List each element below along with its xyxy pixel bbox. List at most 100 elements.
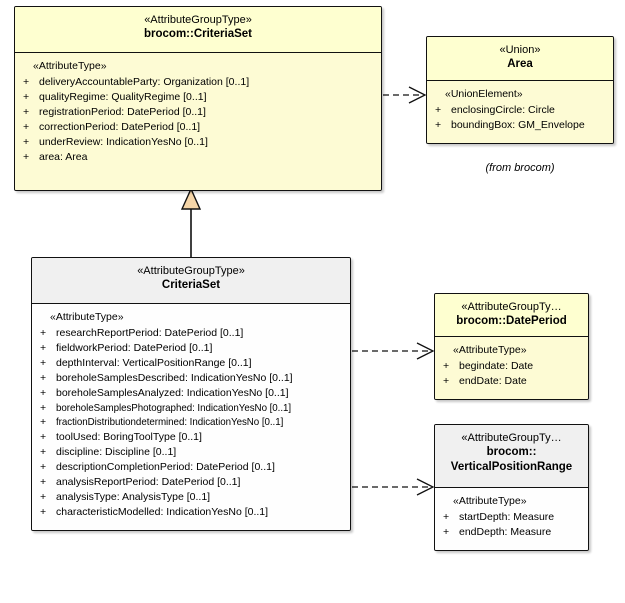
class-name: Area xyxy=(507,58,533,71)
visibility-marker: + xyxy=(40,416,47,429)
class-area[interactable]: «Union» Area «UnionElement» + enclosingC… xyxy=(426,36,614,144)
attribute-row: + analysisType: AnalysisType [0..1] xyxy=(36,490,346,505)
class-attributes-compartment: «AttributeType» + researchReportPeriod: … xyxy=(32,304,350,530)
attribute-signature: registrationPeriod: DatePeriod [0..1] xyxy=(39,105,206,118)
attribute-signature: endDepth: Measure xyxy=(459,525,552,538)
visibility-marker: + xyxy=(40,386,47,399)
visibility-marker: + xyxy=(40,341,47,354)
class-header: «AttributeGroupType» CriteriaSet xyxy=(32,258,350,304)
class-name-line2: VerticalPositionRange xyxy=(450,460,573,473)
class-header: «Union» Area xyxy=(427,37,613,81)
attribute-signature: boundingBox: GM_Envelope xyxy=(451,118,585,131)
attribute-stereotype: «UnionElement» xyxy=(445,88,523,100)
class-header: «AttributeGroupTy… brocom::DatePeriod xyxy=(435,294,588,337)
attribute-row: + boreholeSamplesPhotographed: Indicatio… xyxy=(36,401,346,416)
attribute-signature: fractionDistributiondetermined: Indicati… xyxy=(56,416,284,429)
visibility-marker: + xyxy=(40,446,47,459)
class-criteriaset[interactable]: «AttributeGroupType» CriteriaSet «Attrib… xyxy=(31,257,351,531)
attribute-signature: discipline: Discipline [0..1] xyxy=(56,446,177,459)
class-stereotype: «Union» xyxy=(499,44,541,56)
class-attributes-compartment: «AttributeType» + startDepth: Measure + … xyxy=(435,488,588,550)
attribute-signature: boreholeSamplesPhotographed: IndicationY… xyxy=(56,401,292,414)
attribute-row: + boreholeSamplesDescribed: IndicationYe… xyxy=(36,371,346,386)
class-stereotype: «AttributeGroupType» xyxy=(137,265,245,277)
attribute-row: + endDate: Date xyxy=(439,374,584,389)
class-header: «AttributeGroupTy… brocom:: VerticalPosi… xyxy=(435,425,588,488)
attribute-row: + startDepth: Measure xyxy=(439,510,584,525)
attribute-signature: startDepth: Measure xyxy=(459,511,555,523)
attribute-row: + qualityRegime: QualityRegime [0..1] xyxy=(19,90,377,105)
visibility-marker: + xyxy=(443,525,450,538)
attribute-signature: descriptionCompletionPeriod: DatePeriod … xyxy=(56,461,275,474)
visibility-marker: + xyxy=(40,476,47,489)
visibility-marker: + xyxy=(23,76,30,88)
visibility-marker: + xyxy=(435,104,442,116)
visibility-marker: + xyxy=(23,90,30,103)
attribute-stereotype: «AttributeType» xyxy=(453,344,527,356)
attribute-signature: boreholeSamplesAnalyzed: IndicationYesNo… xyxy=(56,386,289,399)
attribute-signature: begindate: Date xyxy=(459,360,534,372)
attribute-row: + boundingBox: GM_Envelope xyxy=(431,118,609,133)
attribute-signature: enclosingCircle: Circle xyxy=(451,104,555,116)
visibility-marker: + xyxy=(40,431,47,444)
attribute-row: + analysisReportPeriod: DatePeriod [0..1… xyxy=(36,475,346,490)
visibility-marker: + xyxy=(40,505,47,518)
generalization-criteriaset-to-brocom-criteriaset xyxy=(180,187,202,257)
visibility-marker: + xyxy=(40,461,47,474)
attribute-signature: researchReportPeriod: DatePeriod [0..1] xyxy=(56,327,244,339)
attribute-row: + toolUsed: BoringToolType [0..1] xyxy=(36,430,346,445)
visibility-marker: + xyxy=(443,360,450,372)
attribute-signature: analysisReportPeriod: DatePeriod [0..1] xyxy=(56,476,241,489)
class-header: «AttributeGroupType» brocom::CriteriaSet xyxy=(15,7,381,53)
visibility-marker: + xyxy=(435,118,442,131)
attribute-signature: underReview: IndicationYesNo [0..1] xyxy=(39,135,208,148)
visibility-marker: + xyxy=(23,120,30,133)
visibility-marker: + xyxy=(40,401,47,414)
attribute-row: + correctionPeriod: DatePeriod [0..1] xyxy=(19,120,377,135)
attribute-signature: characteristicModelled: IndicationYesNo … xyxy=(56,505,269,518)
attribute-signature: qualityRegime: QualityRegime [0..1] xyxy=(39,90,207,103)
class-name-line1: brocom:: xyxy=(486,446,537,459)
attribute-row: + fieldworkPeriod: DatePeriod [0..1] xyxy=(36,341,346,356)
class-attributes-compartment: «AttributeType» + begindate: Date + endD… xyxy=(435,337,588,399)
attribute-row: + depthInterval: VerticalPositionRange [… xyxy=(36,356,346,371)
class-stereotype: «AttributeGroupTy… xyxy=(461,301,562,313)
package-origin-note: (from brocom) xyxy=(485,162,555,174)
visibility-marker: + xyxy=(40,490,47,503)
attribute-row: + endDepth: Measure xyxy=(439,525,584,540)
attribute-signature: analysisType: AnalysisType [0..1] xyxy=(56,490,211,503)
visibility-marker: + xyxy=(23,135,30,148)
visibility-marker: + xyxy=(40,356,47,369)
attribute-row: + characteristicModelled: IndicationYesN… xyxy=(36,505,346,520)
visibility-marker: + xyxy=(23,105,30,118)
dependency-criteriaset-to-dateperiod xyxy=(352,342,435,360)
class-attributes-compartment: «UnionElement» + enclosingCircle: Circle… xyxy=(427,81,613,143)
attribute-signature: toolUsed: BoringToolType [0..1] xyxy=(56,431,202,444)
visibility-marker: + xyxy=(443,374,450,387)
attribute-row: + begindate: Date xyxy=(439,359,584,374)
attribute-row: + boreholeSamplesAnalyzed: IndicationYes… xyxy=(36,386,346,401)
attribute-row: + descriptionCompletionPeriod: DatePerio… xyxy=(36,460,346,475)
class-name: brocom::DatePeriod xyxy=(456,315,567,328)
class-name: brocom::CriteriaSet xyxy=(144,28,252,41)
class-brocom-verticalpositionrange[interactable]: «AttributeGroupTy… brocom:: VerticalPosi… xyxy=(434,424,589,551)
attribute-signature: fieldworkPeriod: DatePeriod [0..1] xyxy=(56,341,213,354)
attribute-signature: boreholeSamplesDescribed: IndicationYesN… xyxy=(56,371,293,384)
attribute-row: + fractionDistributiondetermined: Indica… xyxy=(36,415,346,430)
attribute-stereotype: «AttributeType» xyxy=(453,495,527,507)
attribute-signature: depthInterval: VerticalPositionRange [0.… xyxy=(56,356,252,369)
visibility-marker: + xyxy=(40,371,47,384)
class-brocom-criteriaset[interactable]: «AttributeGroupType» brocom::CriteriaSet… xyxy=(14,6,382,191)
attribute-row: + discipline: Discipline [0..1] xyxy=(36,445,346,460)
class-attributes-compartment: «AttributeType» + deliveryAccountablePar… xyxy=(15,53,381,190)
dependency-criteriaset-to-verticalpositionrange xyxy=(352,478,435,496)
attribute-row: + enclosingCircle: Circle xyxy=(431,103,609,118)
attribute-stereotype: «AttributeType» xyxy=(50,311,124,323)
dependency-brocom-criteriaset-to-area xyxy=(383,86,427,104)
attribute-signature: deliveryAccountableParty: Organization [… xyxy=(39,76,250,88)
class-brocom-dateperiod[interactable]: «AttributeGroupTy… brocom::DatePeriod «A… xyxy=(434,293,589,400)
attribute-row: + area: Area xyxy=(19,150,377,165)
class-stereotype: «AttributeGroupTy… xyxy=(461,432,562,444)
visibility-marker: + xyxy=(40,327,47,339)
attribute-signature: correctionPeriod: DatePeriod [0..1] xyxy=(39,120,201,133)
